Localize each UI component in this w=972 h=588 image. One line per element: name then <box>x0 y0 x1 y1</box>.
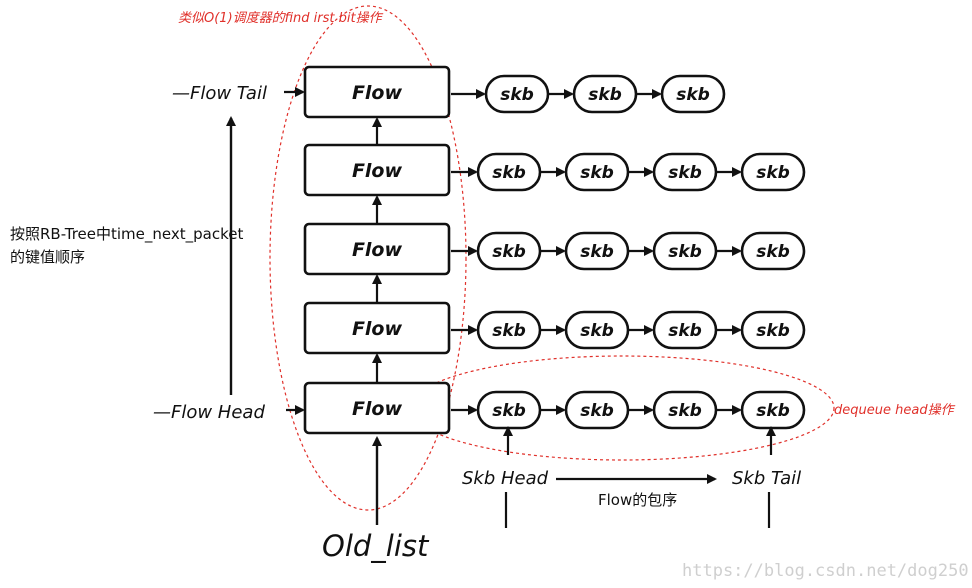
skb-label: skb <box>756 401 790 421</box>
skb-label: skb <box>492 321 526 341</box>
skb-label: skb <box>580 321 614 341</box>
watermark: https://blog.csdn.net/dog250 <box>682 561 969 581</box>
skb-node <box>740 152 806 192</box>
skb-label: skb <box>756 321 790 341</box>
flow-label: Flow <box>352 398 403 420</box>
skb-label: skb <box>492 163 526 183</box>
find-first-bit-note: 类似O(1)调度器的find irst bit操作 <box>178 11 384 26</box>
flow-label: Flow <box>352 82 403 104</box>
skb-label: skb <box>588 85 622 105</box>
flow-label: Flow <box>352 318 403 340</box>
skb-node <box>652 231 718 271</box>
rbtree-order-label-line1: 按照RB-Tree中time_next_packet <box>10 225 243 244</box>
skb-node <box>484 74 550 114</box>
skb-node <box>572 74 638 114</box>
skb-label: skb <box>756 242 790 262</box>
skb-label: skb <box>580 401 614 421</box>
skb-node <box>652 310 718 350</box>
skb-label: skb <box>668 401 702 421</box>
skb-tail-label: Skb Tail <box>732 468 801 489</box>
skb-label: skb <box>756 163 790 183</box>
flow-tail-label: —Flow Tail <box>172 83 267 104</box>
skb-node <box>740 310 806 350</box>
flow-head-label: —Flow Head <box>153 402 265 423</box>
old-list-label: Old_list <box>322 529 430 563</box>
skb-label: skb <box>500 85 534 105</box>
skb-node <box>652 152 718 192</box>
skb-node <box>476 310 542 350</box>
skb-node <box>652 390 718 430</box>
skb-node <box>564 390 630 430</box>
skb-node <box>564 231 630 271</box>
flow-label: Flow <box>352 160 403 182</box>
skb-node <box>564 152 630 192</box>
skb-label: skb <box>580 163 614 183</box>
skb-lists: skb skb skb skb skb skb skb skb skb skb skb skb skb s… <box>451 74 806 430</box>
skb-node <box>476 231 542 271</box>
skb-label: skb <box>668 163 702 183</box>
skb-label: skb <box>676 85 710 105</box>
dequeue-head-note: dequeue head操作 <box>834 403 956 418</box>
skb-label: skb <box>492 401 526 421</box>
rbtree-order-label-line2: 的键值顺序 <box>10 248 85 266</box>
flow-column-annotation-ellipse <box>269 5 467 511</box>
skb-label: skb <box>492 242 526 262</box>
skb-head-label: Skb Head <box>462 468 549 489</box>
skb-node <box>660 74 726 114</box>
dequeue-head-annotation-ellipse <box>409 355 835 461</box>
skb-node <box>564 310 630 350</box>
flow-packet-order-label: Flow的包序 <box>598 491 677 509</box>
skb-node <box>476 152 542 192</box>
skb-label: skb <box>668 321 702 341</box>
skb-node <box>740 231 806 271</box>
skb-label: skb <box>668 242 702 262</box>
skb-label: skb <box>580 242 614 262</box>
flow-label: Flow <box>352 239 403 261</box>
